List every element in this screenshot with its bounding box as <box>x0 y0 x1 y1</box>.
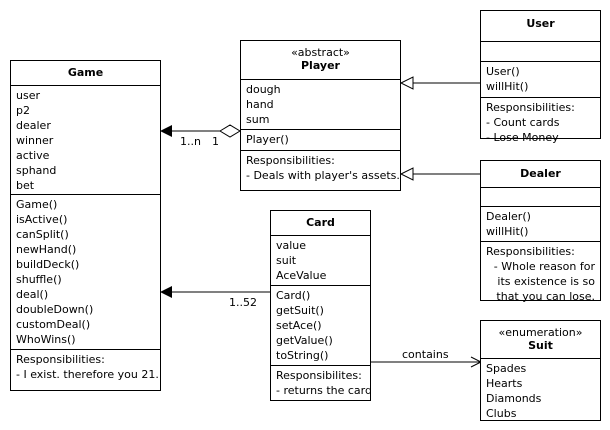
aggregation-diamond <box>219 124 241 138</box>
method: deal() <box>16 288 49 301</box>
method: WhoWins() <box>16 333 76 346</box>
enum-value: Hearts <box>486 377 523 390</box>
responsibilities-section: Responsibilities: - Whole reason for its… <box>481 241 600 303</box>
attribute: user <box>16 89 40 102</box>
stereotype: «enumeration» <box>498 326 583 339</box>
enum-value: Diamonds <box>486 392 542 405</box>
method: setAce() <box>276 319 322 332</box>
methods-section: Dealer() willHit() <box>481 206 600 241</box>
methods-section: Card() getSuit() setAce() getValue() toS… <box>271 285 370 365</box>
responsibilities-section: Responsibilites: - returns the card <box>271 365 372 400</box>
methods-section: Game() isActive() canSplit() newHand() b… <box>11 194 160 349</box>
attributes-section: user p2 dealer winner active sphand bet <box>11 85 160 194</box>
responsibility: - Whole reason for <box>493 260 595 273</box>
class-card: Card value suit AceValue Card() getSuit(… <box>270 210 372 401</box>
method: Player() <box>246 133 289 146</box>
method: customDeal() <box>16 318 91 331</box>
responsibilities-title: Responsibilities: <box>246 154 335 167</box>
responsibilities-section: Responsibilities: - Count cards - Lose M… <box>481 97 600 144</box>
class-name: User <box>526 17 555 30</box>
user-player-generalization <box>399 76 480 90</box>
method: buildDeck() <box>16 258 80 271</box>
attribute: p2 <box>16 104 30 117</box>
method: Card() <box>276 289 311 302</box>
attribute: dough <box>246 83 281 96</box>
method: canSplit() <box>16 228 69 241</box>
attribute: sphand <box>16 164 57 177</box>
enum-value: Spades <box>486 362 527 375</box>
method: doubleDown() <box>16 303 94 316</box>
dealer-player-generalization <box>399 167 480 181</box>
responsibility: - Count cards <box>486 116 560 129</box>
attribute: dealer <box>16 119 51 132</box>
enum-suit: «enumeration» Suit Spades Hearts Diamond… <box>480 320 601 421</box>
responsibility: - Deals with player's assets. <box>246 169 400 182</box>
method: Dealer() <box>486 210 531 223</box>
class-name: Player <box>301 59 340 72</box>
methods-section: User() willHit() <box>481 61 600 97</box>
aggregation-arrowhead <box>160 125 172 137</box>
enum-name: Suit <box>528 339 553 352</box>
responsibility: that you can lose. <box>496 290 595 303</box>
multiplicity-card-side: 1..52 <box>229 296 257 309</box>
responsibilities-title: Responsibilities: <box>16 353 105 366</box>
responsibility: - Lose Money <box>486 131 559 144</box>
multiplicity-game-side: 1..n <box>180 135 201 148</box>
responsibility: - returns the card <box>276 384 372 397</box>
class-name: Game <box>67 66 104 79</box>
attribute: winner <box>16 134 54 147</box>
attribute: hand <box>246 98 274 111</box>
method: getValue() <box>276 334 333 347</box>
responsibilities-title: Responsibilites: <box>276 369 362 382</box>
class-user: User User() willHit() Responsibilities: … <box>480 10 601 144</box>
association-arrowhead <box>160 286 172 298</box>
method: User() <box>486 65 520 78</box>
method: willHit() <box>486 225 529 238</box>
multiplicity-player-side: 1 <box>212 135 219 148</box>
method: isActive() <box>16 213 68 226</box>
responsibilities-title: Responsibilities: <box>486 245 575 258</box>
attributes-section <box>481 41 600 61</box>
attributes-section <box>481 187 600 206</box>
enum-value: Clubs <box>486 407 517 420</box>
method: getSuit() <box>276 304 324 317</box>
class-name: Dealer <box>520 167 561 180</box>
attribute: suit <box>276 254 297 267</box>
generalization-arrowhead <box>399 76 414 90</box>
method: willHit() <box>486 80 529 93</box>
stereotype: «abstract» <box>291 46 350 59</box>
class-game: Game user p2 dealer winner active sphand… <box>10 60 161 391</box>
attribute: AceValue <box>276 269 327 282</box>
method: shuffle() <box>16 273 62 286</box>
contains-label: contains <box>402 348 449 361</box>
class-name: Card <box>306 216 335 229</box>
responsibility: its existence is so <box>497 275 595 288</box>
attribute: active <box>16 149 50 162</box>
card-game-association <box>160 286 270 298</box>
method: newHand() <box>16 243 77 256</box>
method: toString() <box>276 349 329 362</box>
class-player: «abstract» Player dough hand sum Player(… <box>240 40 401 191</box>
methods-section: Player() <box>241 129 400 150</box>
attribute: bet <box>16 179 35 192</box>
responsibilities-section: Responsibilities: - I exist. therefore y… <box>11 349 160 390</box>
attributes-section: dough hand sum <box>241 79 400 129</box>
enum-values-section: Spades Hearts Diamonds Clubs <box>481 358 600 420</box>
attributes-section: value suit AceValue <box>271 235 370 285</box>
responsibilities-section: Responsibilities: - Deals with player's … <box>241 150 400 190</box>
responsibilities-title: Responsibilities: <box>486 101 575 114</box>
generalization-arrowhead <box>399 167 414 181</box>
attribute: sum <box>246 113 270 126</box>
responsibility: - I exist. therefore you 21. <box>16 368 159 381</box>
method: Game() <box>16 198 58 211</box>
attribute: value <box>276 239 307 252</box>
class-dealer: Dealer Dealer() willHit() Responsibiliti… <box>480 160 601 303</box>
